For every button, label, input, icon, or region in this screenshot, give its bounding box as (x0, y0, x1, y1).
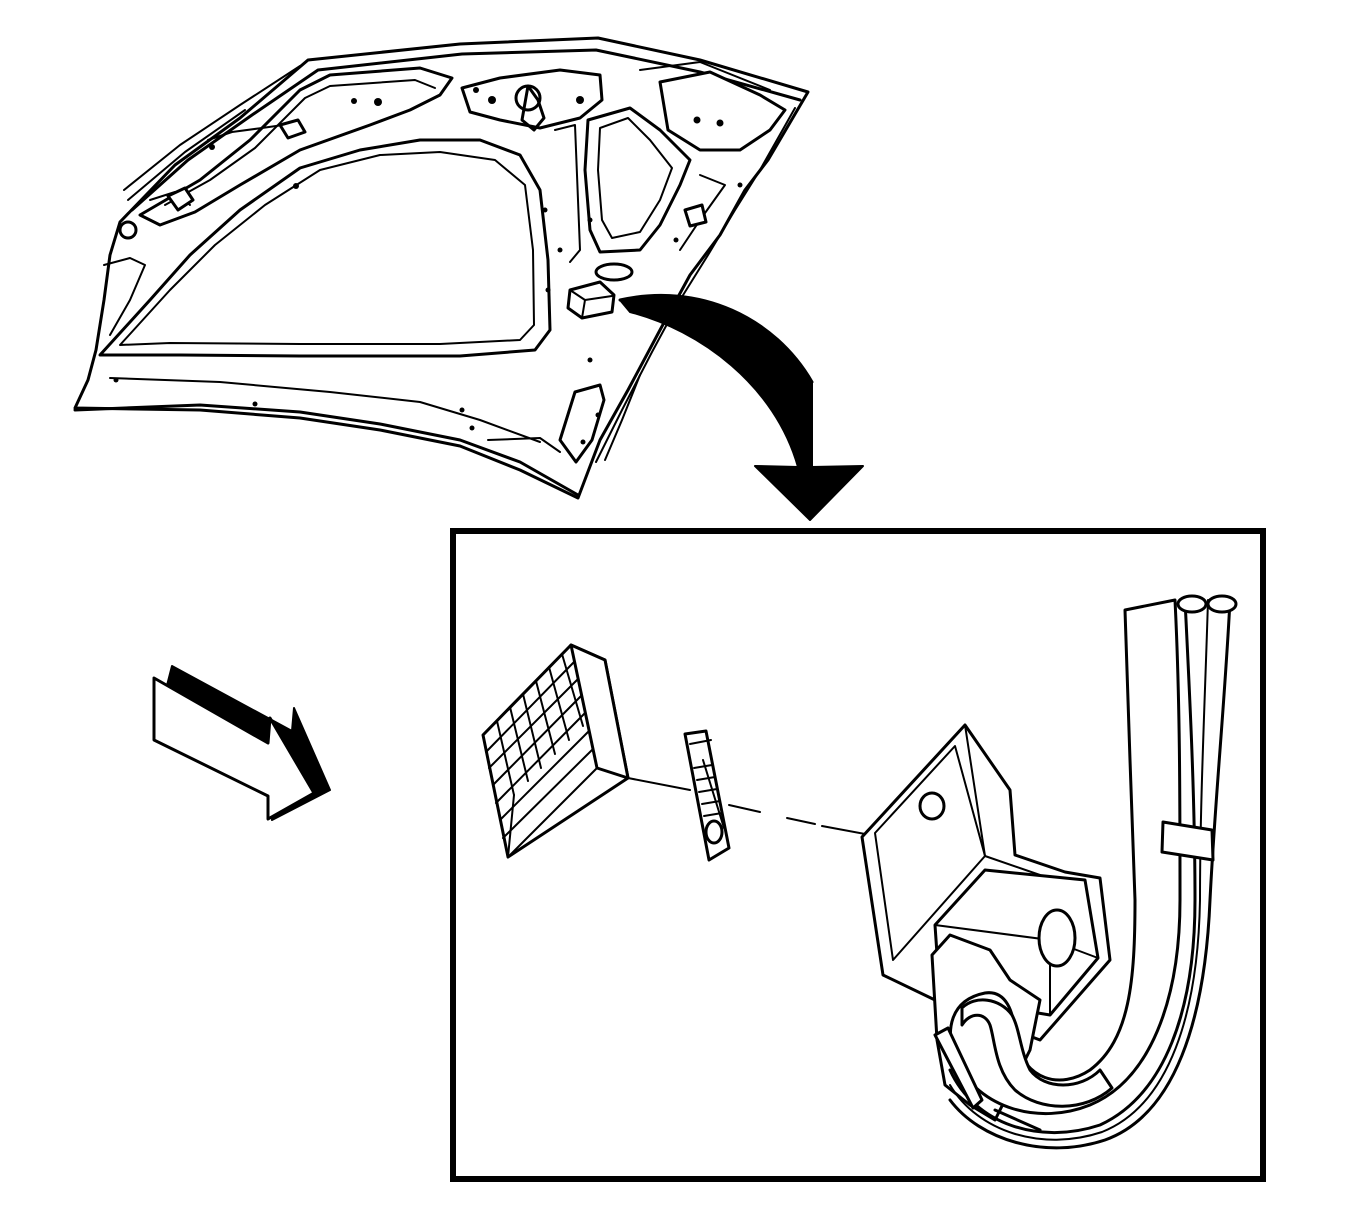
hood-underside-icon (73, 36, 810, 500)
washer-nozzle-hose-icon (860, 594, 1238, 1150)
detail-frame-icon (450, 528, 1266, 1182)
hood-insulator-retainer-clip-icon (627, 729, 968, 862)
callout-arrow-icon (618, 293, 864, 521)
view-direction-arrow-icon (152, 665, 331, 821)
hood-insulator-pad-icon (481, 643, 630, 859)
